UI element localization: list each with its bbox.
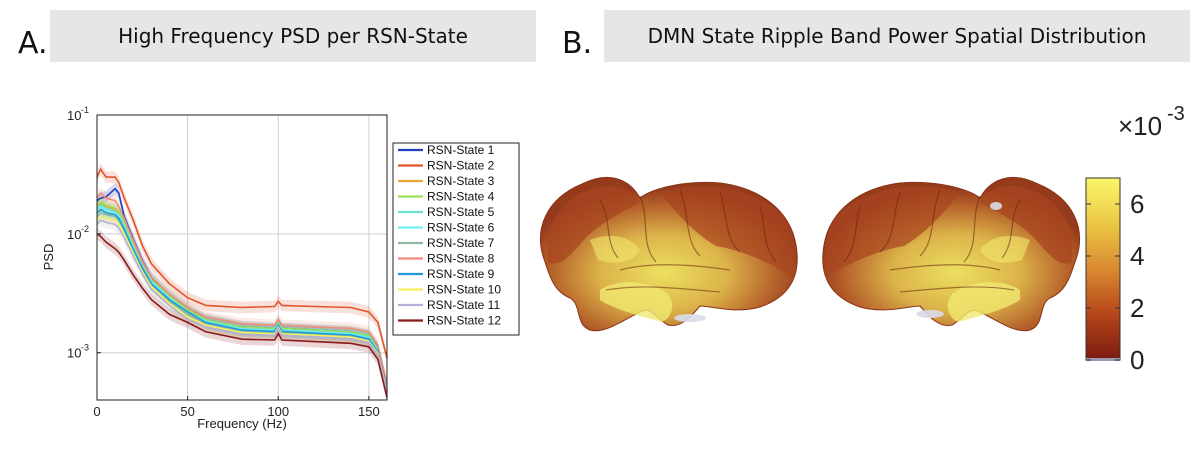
psd-line-rsn-state-8 (96, 192, 388, 384)
colorbar-tick-label: 6 (1130, 189, 1144, 219)
psd-x-tick-label: 100 (267, 404, 289, 419)
psd-legend-label: RSN-State 6 (427, 221, 495, 235)
psd-y-tick-labels: 10-310-210-1 (67, 105, 101, 361)
colorbar-gradient (1085, 177, 1121, 361)
psd-legend-box (392, 142, 520, 336)
psd-legend-label: RSN-State 12 (427, 314, 501, 328)
psd-line-rsn-state-2 (96, 167, 388, 359)
psd-line-rsn-state-7 (96, 211, 388, 391)
right-brain-view (822, 176, 1080, 332)
psd-x-tick-labels: 0 50 100 150 (93, 396, 380, 419)
psd-legend-label: RSN-State 10 (427, 283, 501, 297)
psd-y-tick-exponent: -3 (81, 343, 89, 353)
psd-confidence-bands (97, 163, 387, 404)
psd-legend-label: RSN-State 3 (427, 174, 495, 188)
psd-line-rsn-state-4 (96, 201, 388, 389)
psd-x-axis-label: Frequency (Hz) (197, 416, 287, 431)
psd-legend-label: RSN-State 9 (427, 267, 495, 281)
psd-legend-label: RSN-State 8 (427, 252, 495, 266)
colorbar-multiplier-base: ×10 (1118, 111, 1162, 141)
psd-legend-label: RSN-State 1 (427, 143, 495, 157)
psd-x-tick-label: 0 (93, 404, 100, 419)
psd-y-tick-exponent: -1 (81, 105, 89, 115)
panel-a-letter: A. (18, 26, 48, 61)
left-temporal-highlight (600, 282, 673, 322)
psd-legend-label: RSN-State 7 (427, 236, 495, 250)
psd-y-axis-label: PSD (41, 244, 56, 271)
psd-grid (97, 115, 387, 400)
colorbar-multiplier: ×10 (1118, 111, 1162, 141)
psd-line-rsn-state-10 (96, 215, 388, 392)
psd-y-tick-label: 10 (67, 108, 81, 123)
panel-b-title: DMN State Ripple Band Power Spatial Dist… (604, 10, 1190, 62)
right-frontal-shade (980, 185, 1072, 264)
psd-legend-label: RSN-State 4 (427, 190, 495, 204)
psd-band-rsn-state-2 (97, 163, 387, 364)
psd-plot-frame (96, 114, 388, 401)
psd-line-rsn-state-9 (96, 208, 388, 390)
colorbar-tick-label: 2 (1130, 293, 1144, 323)
psd-legend-label: RSN-State 11 (427, 298, 500, 312)
psd-y-tick-label: 10 (67, 346, 81, 361)
left-frontal-shade (548, 185, 640, 264)
panel-b-letter: B. (562, 26, 593, 61)
left-sulci (599, 189, 777, 293)
colorbar-multiplier-exponent: -3 (1167, 103, 1185, 125)
psd-x-tick-label: 50 (180, 404, 194, 419)
panel-a-title: High Frequency PSD per RSN-State (50, 10, 536, 62)
psd-line-rsn-state-11 (96, 219, 388, 393)
psd-x-tick-label: 150 (358, 404, 380, 419)
colorbar-bottom-gray (1086, 358, 1120, 361)
psd-y-tick-label: 10 (67, 227, 81, 242)
right-sulci (843, 189, 1021, 293)
psd-y-tick-exponent: -2 (81, 224, 89, 234)
colorbar-tick-label: 0 (1130, 345, 1144, 375)
right-white-patch (916, 310, 944, 318)
colorbar-tick-label: 4 (1130, 241, 1144, 271)
psd-series-lines (96, 167, 388, 398)
psd-legend-label: RSN-State 5 (427, 205, 495, 219)
left-brain-view (540, 176, 798, 332)
colorbar: 0 2 4 6 ×10 -3 (1085, 103, 1185, 375)
psd-legend-label: RSN-State 2 (427, 159, 495, 173)
right-medial-highlight (980, 235, 1030, 263)
left-white-patch (674, 314, 706, 322)
colorbar-ticks: 0 2 4 6 (1086, 189, 1144, 375)
right-temporal-highlight (947, 282, 1020, 322)
right-white-spot (990, 202, 1002, 210)
psd-line-rsn-state-12 (96, 233, 388, 398)
left-medial-highlight (590, 235, 640, 263)
